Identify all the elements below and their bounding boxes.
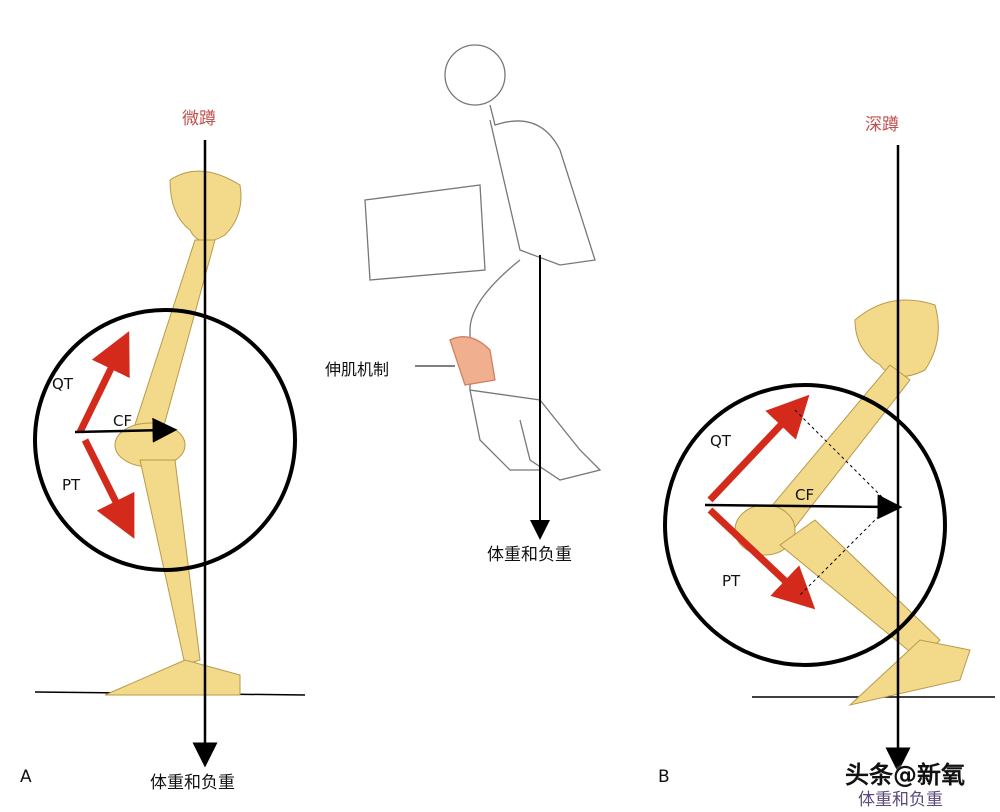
load-label-a: 体重和负重: [150, 773, 235, 793]
foot-a: [104, 659, 241, 696]
load-label-center: 体重和负重: [487, 545, 572, 565]
pt-label-a: PT: [62, 476, 81, 494]
extensor-mechanism-label: 伸肌机制: [325, 360, 390, 379]
panel-b-skeleton: [663, 145, 995, 773]
cf-arrow-b: [704, 494, 903, 520]
lifting-person: [364, 44, 602, 540]
femur-a: [129, 239, 216, 441]
foot-b: [848, 639, 971, 706]
qt-arrow-b: [707, 394, 810, 503]
cf-arrow-a: [74, 417, 178, 443]
tibia-a: [139, 459, 201, 666]
pt-arrow-b: [707, 507, 816, 610]
knee-circle-b: [663, 383, 947, 667]
panel-a-skeleton: [33, 140, 306, 768]
panel-a-title: 微蹲: [182, 109, 216, 129]
pt-label-b: PT: [722, 572, 741, 590]
head: [444, 44, 506, 106]
panel-b-letter: B: [658, 767, 670, 787]
panel-b-title: 深蹲: [865, 115, 899, 135]
tibia-b: [779, 519, 941, 661]
qt-label-b: QT: [710, 432, 731, 450]
qt-arrow-a: [76, 331, 130, 434]
knee-circle-a: [33, 308, 297, 572]
watermark: 头条@新氧: [845, 761, 965, 789]
cf-label-a: CF: [113, 412, 133, 430]
load-label-b: 体重和负重: [858, 790, 943, 810]
box: [364, 184, 486, 281]
cf-label-b: CF: [795, 486, 815, 504]
pt-arrow-a: [81, 438, 135, 539]
panel-a-letter: A: [20, 767, 32, 787]
qt-label-a: QT: [52, 375, 73, 393]
pelvis-b: [854, 299, 939, 377]
